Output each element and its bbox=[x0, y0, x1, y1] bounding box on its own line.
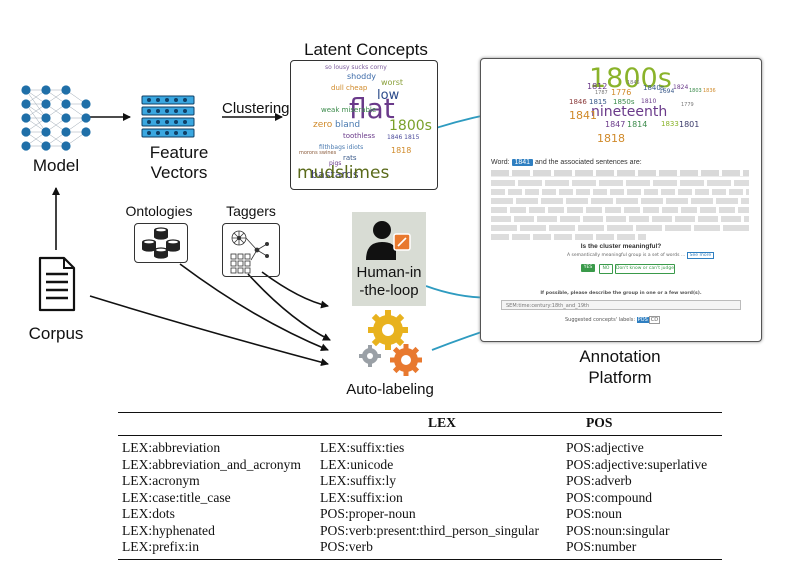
meaningful-hint: A semantically meaningful group is a set… bbox=[567, 252, 715, 259]
concept-word-bland: bland bbox=[335, 120, 361, 130]
meaningful-question: Is the cluster meaningful? bbox=[580, 243, 662, 250]
concept-word-low: low bbox=[377, 88, 400, 103]
yes-button[interactable]: YES bbox=[581, 264, 595, 272]
sentences-text bbox=[491, 170, 749, 240]
concept-word-1818: 1818 bbox=[391, 146, 412, 155]
word-heading: Word: 1841 and the associated sentences … bbox=[491, 159, 642, 166]
person-edit-icon bbox=[366, 221, 411, 260]
feature-vectors-label: Feature Vectors bbox=[149, 143, 209, 183]
human-in-the-loop-label: Human-in -the-loop bbox=[356, 264, 422, 299]
suggested-cd-badge[interactable]: CD bbox=[648, 316, 661, 324]
latent-concepts-panel: so lousy sucks corny shoddy worst low du… bbox=[290, 60, 438, 190]
concept-word-flat: flat bbox=[349, 92, 395, 125]
concept-word-bastards: bastards bbox=[311, 168, 359, 181]
taggers-label: Taggers bbox=[226, 203, 276, 219]
describe-prompt: If possible, please describe the group i… bbox=[540, 291, 702, 296]
ontologies-box bbox=[134, 223, 188, 263]
concept-word-toothless: toothless bbox=[343, 132, 376, 140]
word-badge: 1841 bbox=[511, 159, 534, 166]
corpus-label: Corpus bbox=[28, 324, 84, 343]
arrow-taggers-to-autolabel bbox=[247, 273, 331, 341]
suggested-pos-badge[interactable]: POS bbox=[636, 317, 649, 323]
see-more-link[interactable]: See more bbox=[686, 252, 715, 259]
unsure-button[interactable]: Don't know or can't judge bbox=[615, 264, 675, 274]
tagger-network-icon bbox=[230, 230, 269, 274]
concept-word-zero: zero bbox=[313, 120, 333, 130]
concept-word-mudslimes: mudslimes bbox=[297, 163, 390, 183]
taggers-box bbox=[222, 223, 280, 277]
arrow-corpus-to-autolabel bbox=[89, 295, 329, 367]
describe-input[interactable]: SEM:time:century:18th_and_19th bbox=[501, 300, 741, 310]
concept-word-rats: rats bbox=[343, 154, 357, 162]
auto-labeling-label: Auto-labeling bbox=[346, 381, 434, 398]
annotation-platform-panel: 1800s nineteenth 1841 1818 1812 1776 184… bbox=[480, 58, 762, 342]
lex-header: LEX bbox=[316, 412, 562, 436]
cloud-word-nineteenth: nineteenth bbox=[591, 104, 668, 120]
database-icon bbox=[142, 227, 180, 259]
concept-word-1800s: 1800s bbox=[389, 118, 432, 134]
annotation-platform-label: Annotation Platform bbox=[579, 347, 661, 388]
pos-header: POS bbox=[562, 412, 722, 436]
cloud-word-1800s: 1800s bbox=[589, 63, 672, 94]
ontologies-label: Ontologies bbox=[125, 203, 193, 219]
latent-concepts-label: Latent Concepts bbox=[304, 40, 428, 59]
model-label: Model bbox=[32, 156, 80, 175]
human-in-the-loop-box: Human-in -the-loop bbox=[352, 212, 426, 306]
arrow-ontologies-to-autolabel bbox=[179, 263, 329, 352]
clustering-label: Clustering bbox=[222, 100, 290, 117]
no-button[interactable]: NO bbox=[599, 264, 613, 274]
